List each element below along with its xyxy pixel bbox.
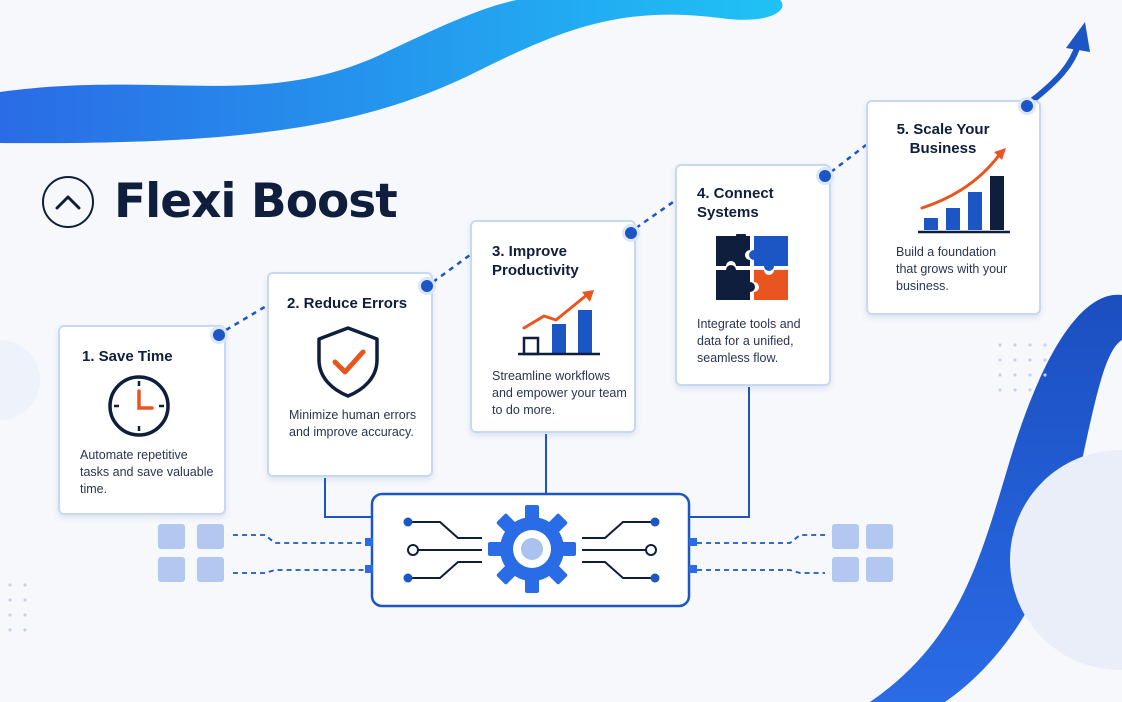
circuit-left — [412, 521, 482, 579]
step-node — [622, 224, 640, 242]
step-description: Minimize human errors and improve accura… — [289, 408, 417, 439]
step-node — [1018, 97, 1036, 115]
step-description: Build a foundation that grows with your … — [896, 245, 1008, 293]
left-blocks — [158, 524, 224, 582]
brand-name: Flexi Boost — [114, 174, 398, 229]
top-wave — [0, 0, 783, 144]
step-card-save-time: 1. Save Time Automate repetitive tasks a… — [58, 325, 226, 515]
step-title: 1. Save Time — [82, 348, 173, 365]
step-description: Streamline workflows and empower your te… — [492, 369, 627, 417]
puzzle-icon — [714, 231, 792, 309]
step-node — [210, 326, 228, 344]
right-blocks — [832, 524, 893, 582]
shield-check-icon — [313, 324, 383, 405]
step-card-improve-productivity: 3. Improve Productivity Streamline workf… — [470, 220, 636, 433]
clock-icon — [106, 373, 172, 444]
step-node — [816, 167, 834, 185]
dots-pattern — [8, 343, 1047, 632]
step-title: 4. Connect Systems — [697, 185, 774, 221]
bar-chart-arrow-icon — [916, 146, 1012, 241]
step-card-reduce-errors: 2. Reduce Errors Minimize human errors a… — [267, 272, 433, 477]
step-title: 5. Scale Your Business — [896, 121, 990, 157]
side-links — [233, 534, 825, 574]
growth-chart-icon — [516, 288, 602, 363]
right-wave — [870, 294, 1122, 702]
circuit-right — [582, 521, 651, 579]
gear-icon — [488, 505, 576, 593]
step-title: 2. Reduce Errors — [287, 295, 408, 312]
step-description: Integrate tools and data for a unified, … — [697, 317, 801, 365]
hub-connectors — [324, 387, 750, 518]
brand: Flexi Boost — [42, 174, 398, 229]
step-connectors — [225, 144, 867, 332]
step-description: Automate repetitive tasks and save valua… — [80, 448, 214, 496]
step-title: 3. Improve Productivity — [492, 243, 579, 279]
step-card-connect-systems: 4. Connect Systems Integrate tools and d… — [675, 164, 831, 386]
chevron-up-icon — [42, 175, 94, 228]
step-card-scale-business: 5. Scale Your Business Build a foundatio… — [866, 100, 1041, 315]
step-node — [418, 277, 436, 295]
growth-arrow — [1030, 42, 1081, 103]
